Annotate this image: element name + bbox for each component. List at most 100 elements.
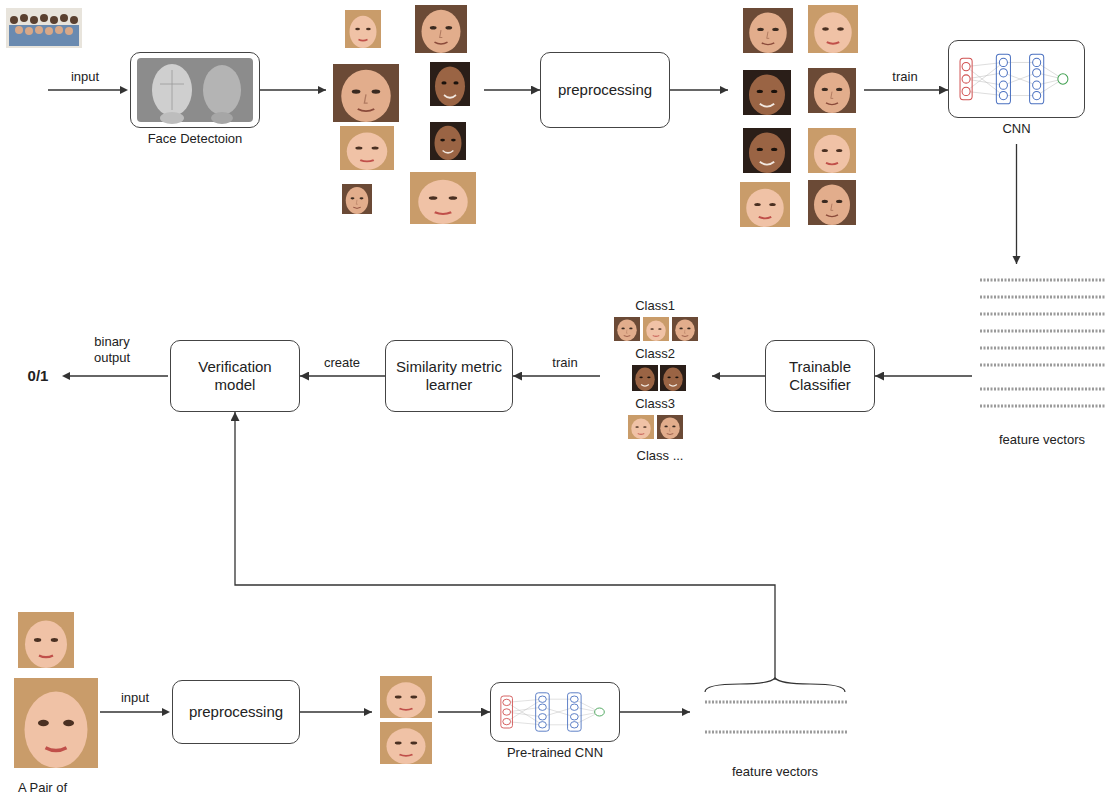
group-photo-part xyxy=(9,25,79,46)
group-photo-part-part xyxy=(9,25,79,46)
face-detection-picture-part xyxy=(137,58,253,122)
group-photo-part-part xyxy=(50,16,58,24)
feature-vector-picture-part-part xyxy=(980,313,1106,316)
class-faces-part xyxy=(672,317,698,341)
pair-photos-part xyxy=(14,678,98,768)
detected-faces-part xyxy=(430,62,470,106)
annotation: input xyxy=(121,690,149,706)
pair-faces-part xyxy=(380,722,432,764)
node-label: Similarity metric learner xyxy=(394,358,504,394)
group-photo-part-part xyxy=(65,27,73,35)
group-photo-part-part xyxy=(60,14,68,22)
annotation: feature vectors xyxy=(732,764,818,780)
flow-arrow xyxy=(300,375,385,376)
aligned-faces-part xyxy=(728,2,864,236)
aligned-faces-part xyxy=(720,86,728,94)
group-photo-part-part xyxy=(15,26,23,34)
aligned-faces-part xyxy=(743,128,791,173)
process-box: Trainable Classifier xyxy=(765,340,875,412)
node-label: preprocessing xyxy=(189,703,283,721)
face-detection-picture-part xyxy=(211,112,233,124)
pair-faces-part xyxy=(380,676,432,718)
group-photo xyxy=(6,8,82,48)
output-arrow xyxy=(62,372,168,380)
feature-vector-picture-part-part xyxy=(980,279,1106,282)
aligned-faces-part xyxy=(743,8,793,53)
image-box: Face Detectoion xyxy=(130,52,260,150)
class-faces-part xyxy=(600,292,712,472)
detected-faces-part xyxy=(333,64,399,122)
feature-vector-picture-part xyxy=(980,280,1106,406)
image-frame xyxy=(948,40,1085,118)
detected-faces-part xyxy=(410,172,476,224)
class-faces-part xyxy=(628,415,654,439)
node-caption: CNN xyxy=(948,121,1085,137)
class-faces-part xyxy=(614,317,640,341)
detected-faces-part xyxy=(340,126,394,170)
process-box: preprocessing xyxy=(540,52,670,128)
group-photo-part-part xyxy=(70,16,78,24)
pair-feature-vectors-part-part xyxy=(705,701,848,704)
detected-faces-part xyxy=(430,122,466,160)
node-label: preprocessing xyxy=(558,81,652,99)
class-faces-part xyxy=(712,372,720,380)
aligned-faces-part xyxy=(808,68,856,113)
face-detection-picture-part xyxy=(160,112,184,124)
input-arrow-part xyxy=(162,708,170,716)
feature-vector-picture-part xyxy=(1013,256,1021,264)
group-photo-part xyxy=(10,14,78,24)
feature-vector-picture-part-part xyxy=(980,296,1106,299)
pair-faces xyxy=(364,672,438,768)
face-detection-picture-part xyxy=(152,64,192,116)
group-photo-part-part xyxy=(40,14,48,22)
detected-faces-part xyxy=(326,2,484,230)
output-arrow-part xyxy=(62,372,70,380)
detected-faces-part xyxy=(318,86,326,94)
aligned-faces-part xyxy=(808,128,856,173)
class-faces-part xyxy=(660,365,686,391)
image-frame xyxy=(130,52,260,128)
face-detection-picture-part xyxy=(172,70,173,110)
image-box: Pre-trained CNN xyxy=(490,682,620,764)
detected-faces-part xyxy=(342,184,372,214)
face-detection-picture xyxy=(137,58,253,124)
process-box: Similarity metric learner xyxy=(385,340,513,412)
aligned-faces-part xyxy=(808,180,856,225)
network-picture-part xyxy=(501,693,604,731)
process-box: preprocessing xyxy=(172,680,300,744)
detected-faces xyxy=(318,2,484,230)
annotation: Class3 xyxy=(635,396,675,412)
feature-vector-picture-part-part xyxy=(980,330,1106,333)
annotation: binary output xyxy=(81,334,143,366)
node-caption: Pre-trained CNN xyxy=(490,745,620,761)
aligned-faces-part xyxy=(740,182,790,227)
pair-feature-vectors-part xyxy=(690,680,862,746)
pair-photos xyxy=(14,612,98,768)
feature-vector-picture-part-part xyxy=(980,388,1106,391)
annotation: input xyxy=(71,69,99,85)
class-faces-part xyxy=(643,317,669,341)
group-photo-part-part xyxy=(55,26,63,34)
edge-label: create xyxy=(322,355,362,370)
network-picture-part xyxy=(960,54,1068,104)
annotation: 0/1 xyxy=(28,368,49,384)
aligned-faces xyxy=(720,2,864,236)
pair-photos-part xyxy=(18,612,74,668)
annotation: Class ... xyxy=(637,448,684,464)
image-box: CNN xyxy=(948,40,1085,144)
node-label: Verification model xyxy=(179,358,291,394)
annotation: Class2 xyxy=(635,346,675,362)
class-faces-part xyxy=(632,365,658,391)
process-box: Verification model xyxy=(170,340,300,412)
aligned-faces-part xyxy=(743,70,791,115)
detected-faces-part xyxy=(415,5,467,53)
group-photo-part-part xyxy=(10,16,18,24)
group-photo-part-part xyxy=(20,14,28,22)
group-photo-part-part xyxy=(30,16,38,24)
feature-vector-picture-part-part xyxy=(980,405,1106,408)
node-label: Trainable Classifier xyxy=(774,358,866,394)
group-photo-part-part xyxy=(35,26,43,34)
detected-faces-part xyxy=(345,10,381,48)
group-photo-part-part xyxy=(25,27,33,35)
